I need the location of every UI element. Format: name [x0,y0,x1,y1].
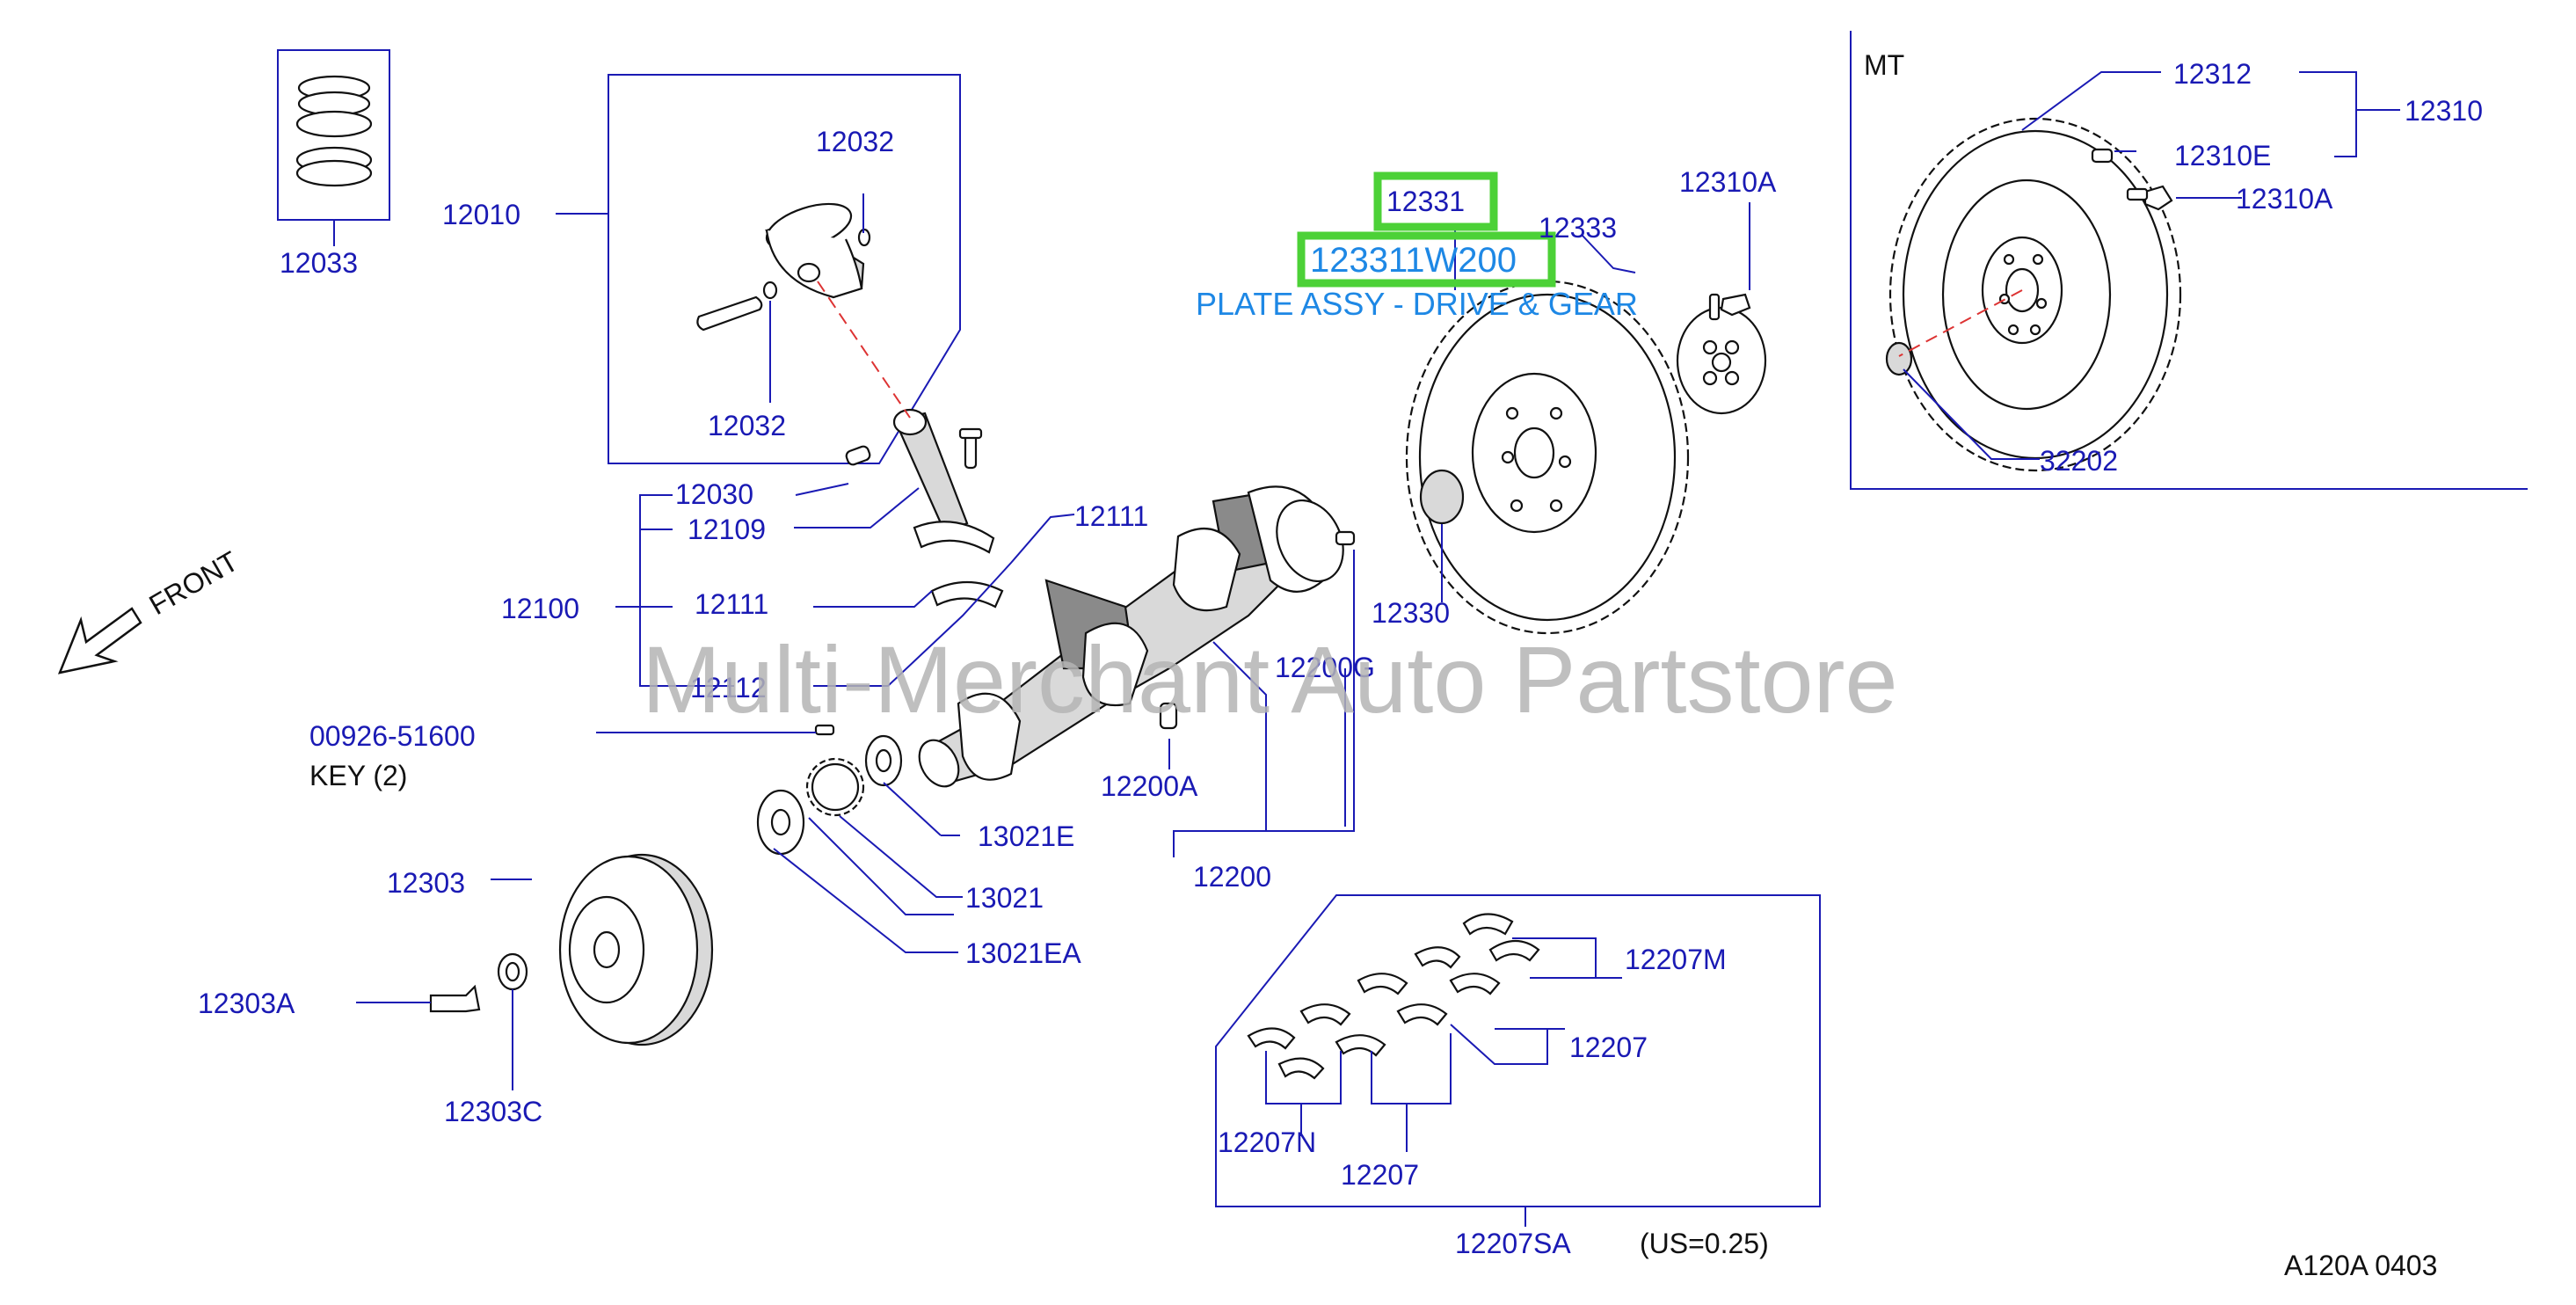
label-mt: MT [1864,49,1904,81]
highlight-box-123311w200 [1297,231,1556,288]
label-12200a[interactable]: 12200A [1101,770,1198,802]
drive-plate-drawing [1405,280,1767,635]
label-12111-right[interactable]: 12111 [1074,500,1148,532]
label-12330[interactable]: 12330 [1372,597,1450,629]
label-12030[interactable]: 12030 [675,478,753,510]
label-12333[interactable]: 12333 [1539,212,1617,244]
label-12303[interactable]: 12303 [387,867,465,899]
label-32202[interactable]: 32202 [2040,445,2118,477]
main-bearings-drawing [1247,913,1540,1080]
highlight-box-12331 [1373,171,1498,231]
label-12303a[interactable]: 12303A [198,988,295,1019]
label-front: FRONT [144,545,244,621]
label-123311w200[interactable]: 123311W200 [1310,241,1517,280]
mt-flywheel-centerline [1898,289,2023,357]
label-12200g[interactable]: 12200G [1275,652,1375,683]
label-diagram-code: A120A 0403 [2284,1250,2437,1281]
label-12207-bottom[interactable]: 12207 [1341,1159,1419,1191]
piston-rings-drawing [295,75,373,187]
label-12100[interactable]: 12100 [501,593,579,624]
piston-drawing [696,202,871,332]
label-us: (US=0.25) [1640,1228,1769,1259]
connecting-rod-drawing [845,408,1004,609]
label-12310a-mt[interactable]: 12310A [2236,183,2333,215]
label-12200[interactable]: 12200 [1193,861,1271,893]
label-key: KEY (2) [309,760,407,791]
label-13021ea[interactable]: 13021EA [965,937,1081,969]
label-12207sa[interactable]: 12207SA [1455,1228,1571,1259]
label-13021e[interactable]: 13021E [978,820,1074,852]
label-12032-bottom[interactable]: 12032 [708,410,786,441]
label-13021[interactable]: 13021 [965,882,1044,914]
label-12109[interactable]: 12109 [688,514,766,545]
sprocket-drawing [756,724,903,856]
label-12207-right[interactable]: 12207 [1569,1032,1648,1063]
crankshaft-drawing [918,485,1356,788]
mt-flywheel-drawing [1885,117,2182,472]
mt-flywheel-box [1850,31,2528,490]
label-12207n[interactable]: 12207N [1218,1126,1316,1158]
pulley-drawing [429,853,714,1046]
label-12111-left[interactable]: 12111 [695,588,768,620]
label-00926-51600[interactable]: 00926-51600 [309,720,476,752]
watermark: Multi-Merchant Auto Partstore [642,626,1898,733]
label-12310[interactable]: 12310 [2405,95,2483,127]
label-12112[interactable]: 12112 [690,672,767,704]
piston-assy-box [608,74,961,464]
label-12032-top[interactable]: 12032 [816,126,894,157]
label-12331[interactable]: 12331 [1386,186,1465,217]
label-plate-assy: PLATE ASSY - DRIVE & GEAR [1196,286,1638,322]
label-12010[interactable]: 12010 [442,199,520,230]
label-12033[interactable]: 12033 [280,247,358,279]
piston-centerline [817,281,911,419]
label-12303c[interactable]: 12303C [444,1096,542,1127]
label-12312[interactable]: 12312 [2173,58,2252,90]
label-12310e[interactable]: 12310E [2174,140,2271,171]
label-12207m[interactable]: 12207M [1625,944,1727,975]
front-arrow-icon [57,607,142,674]
leader-lines [333,71,2400,1227]
bearing-set-box [1215,894,1821,1207]
label-12310a-mid[interactable]: 12310A [1679,166,1777,198]
